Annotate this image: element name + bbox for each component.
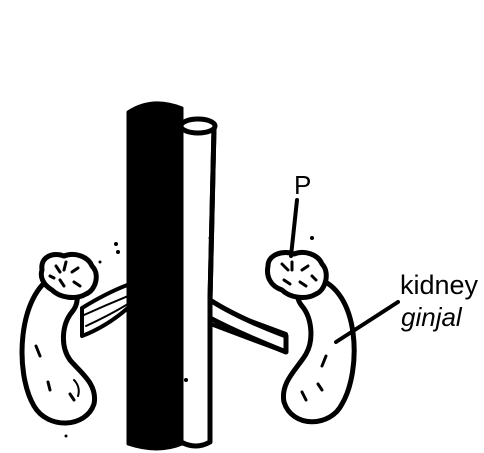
label-ginjal: ginjal xyxy=(401,304,462,330)
kidney-right xyxy=(283,277,354,421)
p-leader-line xyxy=(291,200,297,256)
aorta xyxy=(128,103,182,449)
label-kidney: kidney xyxy=(400,272,478,299)
label-p: P xyxy=(294,172,311,198)
adrenal-gland-left xyxy=(41,254,96,297)
kidney-left xyxy=(22,276,95,423)
adrenal-gland-p xyxy=(268,252,327,297)
